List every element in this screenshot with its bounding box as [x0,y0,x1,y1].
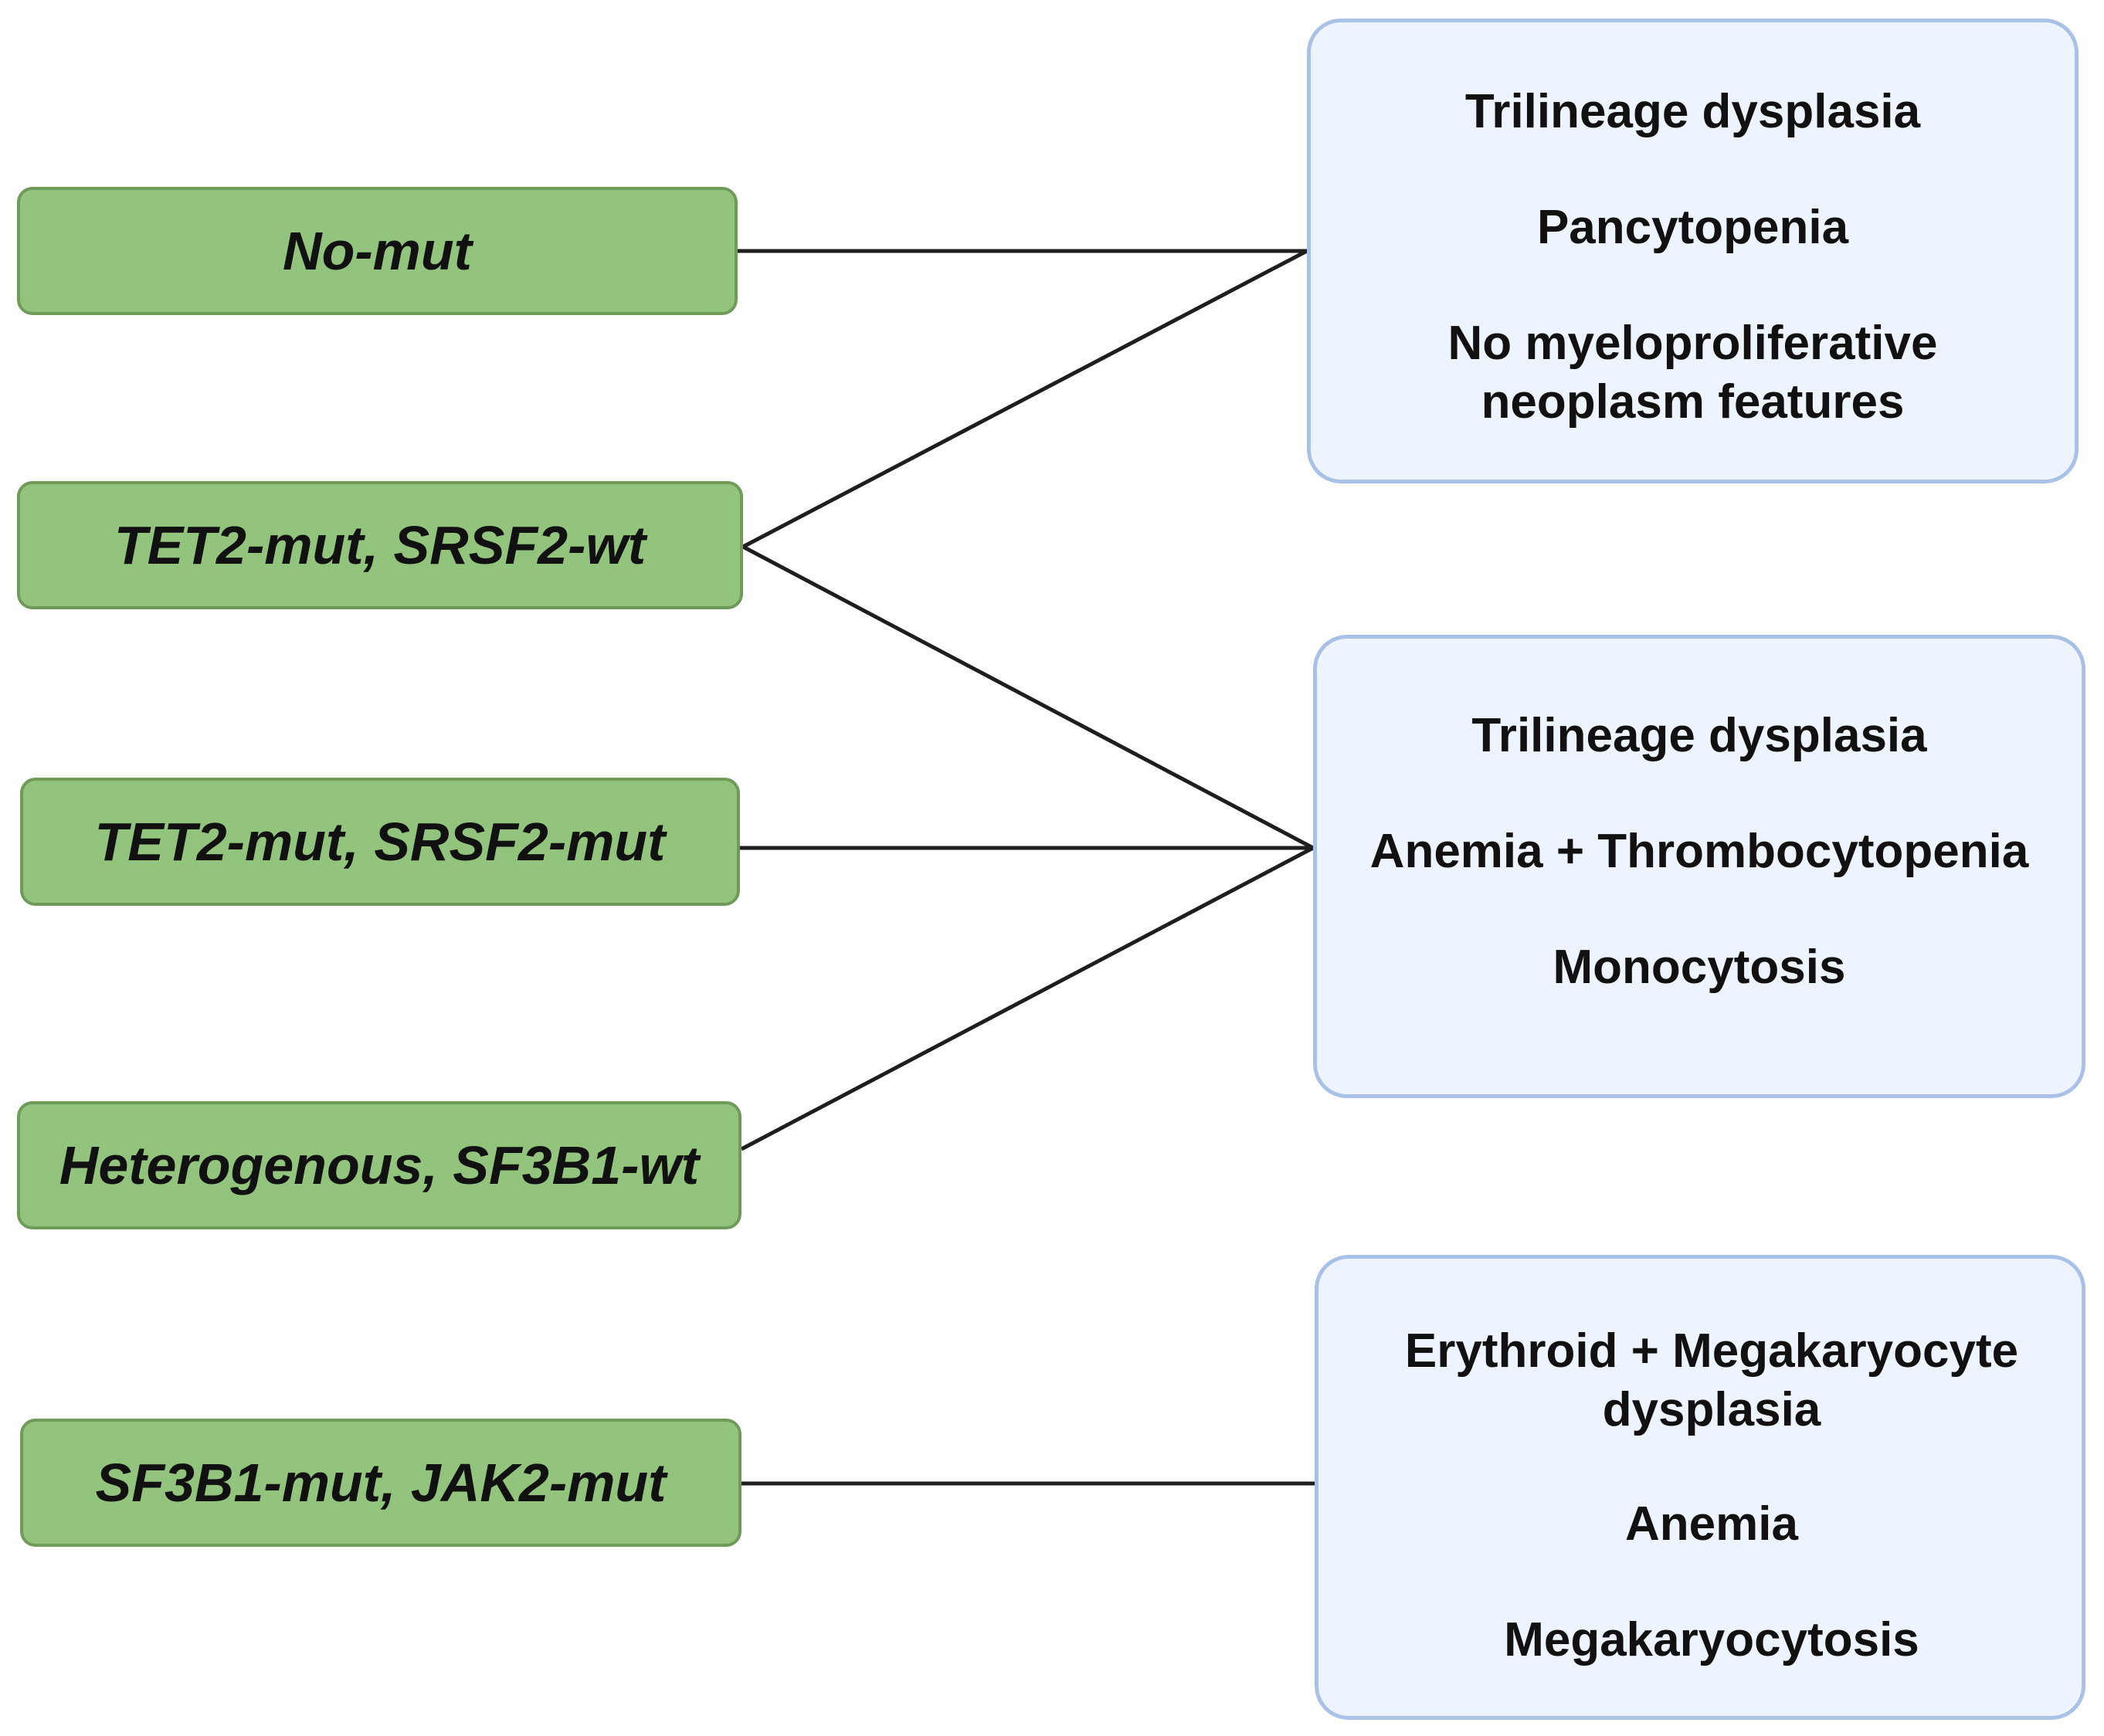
connector-heterogenous-sf3b1-wt-to-phenotype-2 [740,846,1315,1151]
phenotype-feature: Erythroid + Megakaryocyte dysplasia [1404,1324,2019,1436]
phenotype-feature: Pancytopenia [1536,201,1849,254]
phenotype-box-1: Trilineage dysplasia Pancytopenia No mye… [1307,19,2079,483]
genotype-label: TET2-mut, SRSF2-wt [114,515,646,575]
genotype-label: No-mut [283,221,472,281]
phenotype-feature: Anemia [1625,1497,1798,1551]
phenotype-box-2: Trilineage dysplasia Anemia + Thrombocyt… [1313,635,2085,1098]
genotype-tet2-mut-srsf2-wt: TET2-mut, SRSF2-wt [17,481,743,609]
phenotype-feature: No myeloproliferative neoplasm features [1447,317,1938,429]
genotype-sf3b1-mut-jak2-mut: SF3B1-mut, JAK2-mut [20,1419,741,1547]
connector-tet2-mut-srsf2-wt-to-phenotype-2 [741,544,1315,850]
phenotype-feature: Megakaryocytosis [1504,1613,1919,1666]
phenotype-feature: Trilineage dysplasia [1464,85,1921,138]
genotype-no-mut: No-mut [17,187,738,315]
genotype-heterogenous-sf3b1-wt: Heterogenous, SF3B1-wt [17,1101,741,1229]
genotype-label: SF3B1-mut, JAK2-mut [95,1453,667,1513]
phenotype-feature: Monocytosis [1553,941,1846,994]
genotype-label: TET2-mut, SRSF2-mut [94,812,666,872]
genotype-label: Heterogenous, SF3B1-wt [59,1135,700,1195]
connector-tet2-mut-srsf2-wt-to-phenotype-1 [741,249,1308,549]
phenotype-box-3: Erythroid + Megakaryocyte dysplasia Anem… [1315,1255,2085,1720]
phenotype-feature: Anemia + Thrombocytopenia [1369,825,2029,878]
phenotype-feature: Trilineage dysplasia [1471,709,1927,762]
genotype-tet2-mut-srsf2-mut: TET2-mut, SRSF2-mut [20,778,740,906]
